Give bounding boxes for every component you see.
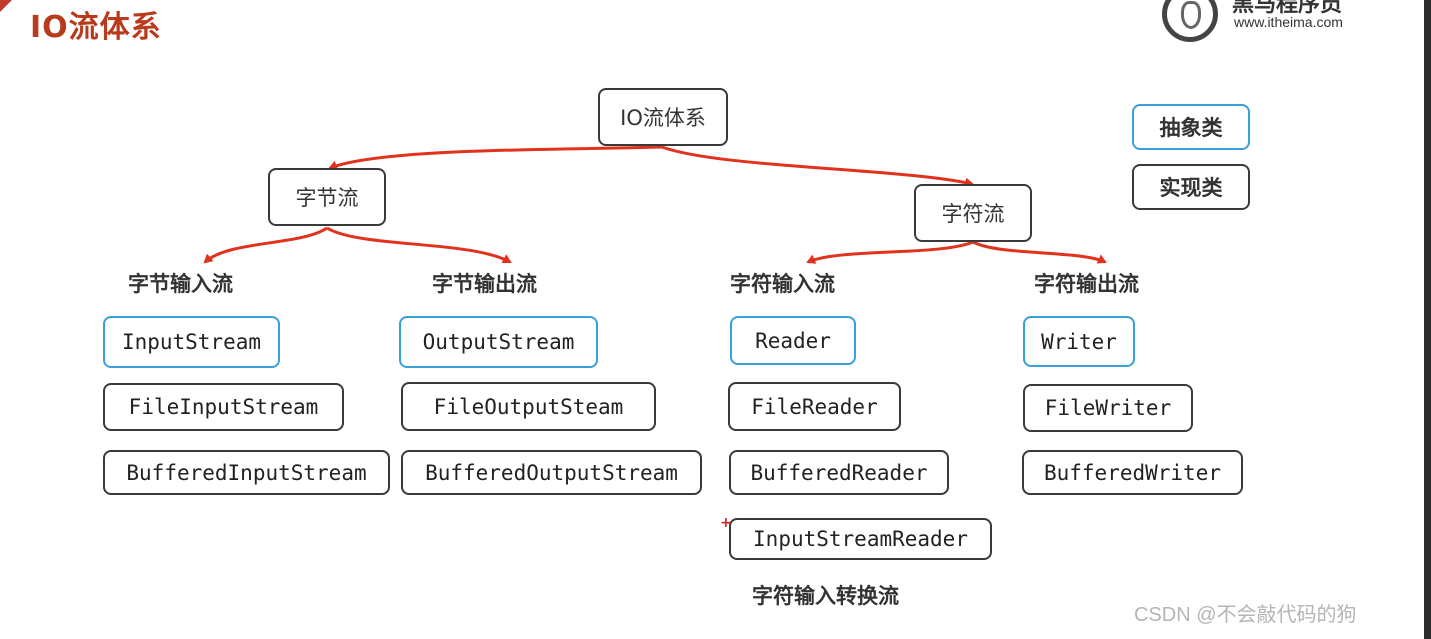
arrow-root-to-byte <box>328 145 663 171</box>
class-filereader: FileReader <box>728 382 901 431</box>
arrow-root-to-char <box>661 145 974 188</box>
class-fileoutputsteam: FileOutputSteam <box>401 382 656 431</box>
corner-mark <box>0 0 12 12</box>
cursor-plus-icon: + <box>720 515 732 531</box>
char-output-heading: 字符输出流 <box>1034 272 1139 296</box>
legend-concrete: 实现类 <box>1132 164 1250 210</box>
csdn-watermark: CSDN @不会敲代码的狗 <box>1134 604 1357 626</box>
class-outputstream: OutputStream <box>399 316 598 368</box>
root-node: IO流体系 <box>598 88 728 146</box>
byte-input-heading: 字节输入流 <box>128 272 233 296</box>
window-edge <box>1424 0 1431 639</box>
char-input-conversion-note: 字符输入转换流 <box>752 584 899 608</box>
logo-name: 黑马程序员 <box>1232 0 1343 17</box>
class-reader: Reader <box>730 316 856 365</box>
class-filewriter: FileWriter <box>1023 384 1193 432</box>
arrow-byte-to-input <box>203 226 328 264</box>
byte-output-heading: 字节输出流 <box>432 272 537 296</box>
class-fileinputstream: FileInputStream <box>103 383 344 431</box>
brand-logo: 黑马程序员 www.itheima.com <box>1162 0 1422 42</box>
class-bufferedinputstream: BufferedInputStream <box>103 450 390 495</box>
legend-abstract: 抽象类 <box>1132 104 1250 150</box>
class-inputstreamreader: InputStreamReader <box>729 518 992 560</box>
arrow-char-to-input <box>806 240 974 264</box>
class-bufferedoutputstream: BufferedOutputStream <box>401 450 702 495</box>
arrow-byte-to-output <box>326 226 512 264</box>
class-bufferedwriter: BufferedWriter <box>1022 450 1243 495</box>
arrow-char-to-output <box>972 240 1107 264</box>
class-inputstream: InputStream <box>103 316 280 368</box>
byte-stream-node: 字节流 <box>268 168 386 226</box>
page-title: IO流体系 <box>30 10 162 45</box>
class-writer: Writer <box>1023 316 1135 367</box>
logo-url: www.itheima.com <box>1234 14 1343 30</box>
class-bufferedreader: BufferedReader <box>729 450 949 495</box>
char-input-heading: 字符输入流 <box>730 272 835 296</box>
char-stream-node: 字符流 <box>914 184 1032 242</box>
